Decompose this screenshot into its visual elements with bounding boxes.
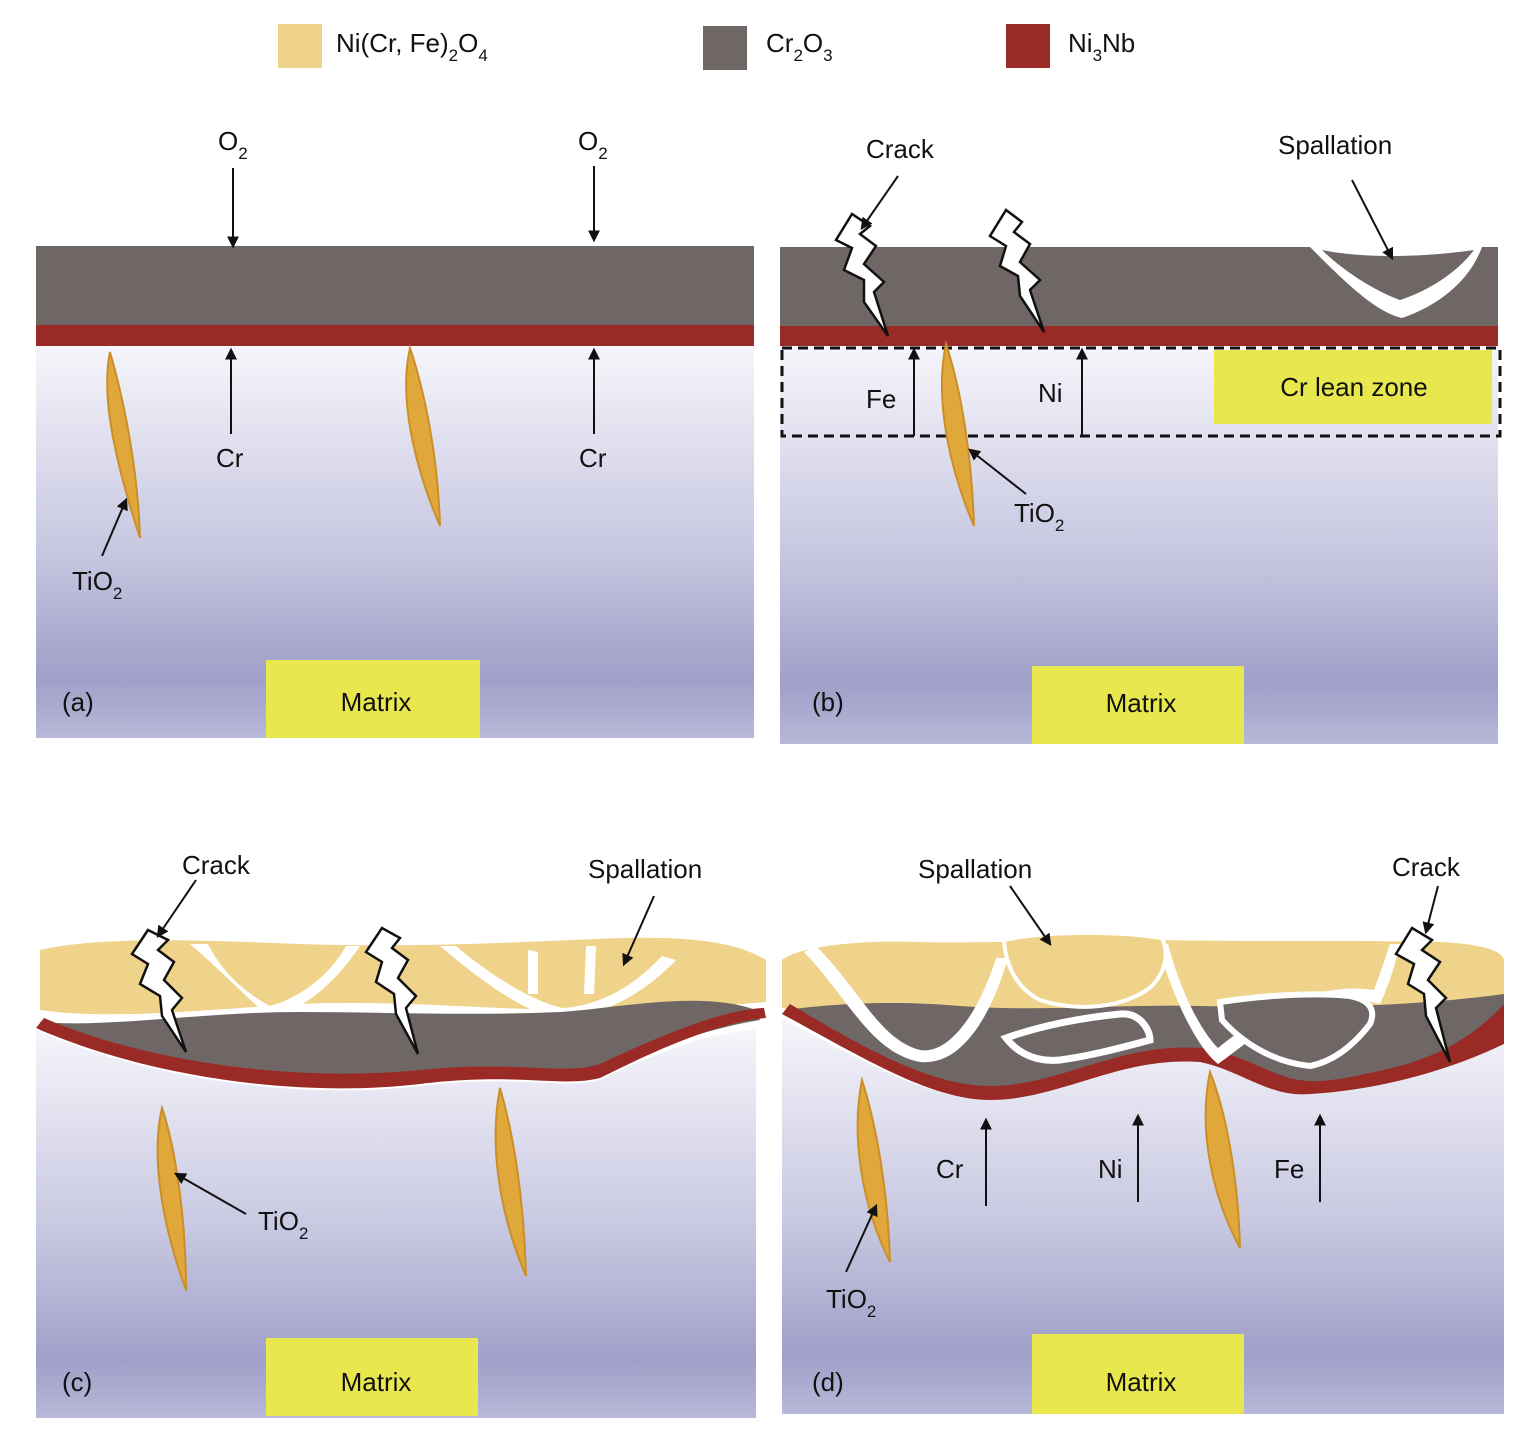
panel-b-cr-lean-label: Cr lean zone bbox=[1280, 372, 1427, 402]
panel-c-tio2-label: TiO2 bbox=[258, 1206, 308, 1243]
panel-c-matrix-bg bbox=[36, 1030, 756, 1418]
panel-a-tio2-label: TiO2 bbox=[72, 566, 122, 603]
panel-c-tio2-particle-2 bbox=[494, 1087, 527, 1277]
panel-c-crack-icon-1 bbox=[130, 928, 188, 1053]
panel-b-ni-label: Ni bbox=[1038, 378, 1063, 408]
panel-d: Spallation Crack Cr Ni Fe TiO2 Matrix (d… bbox=[782, 852, 1504, 1414]
panel-d-spallation-gap-4 bbox=[1216, 991, 1376, 1070]
panel-b-spallation-arrow bbox=[1351, 179, 1394, 261]
legend-label-chromia: Cr2O3 bbox=[766, 28, 833, 65]
panel-c-id: (c) bbox=[62, 1367, 92, 1397]
panel-d-fe-label: Fe bbox=[1274, 1154, 1304, 1184]
panel-d-ni-label: Ni bbox=[1098, 1154, 1123, 1184]
panel-b-cr-lean-box bbox=[1214, 350, 1492, 424]
legend-swatch-chromia bbox=[703, 26, 747, 70]
panel-b-cr-lean-region bbox=[780, 346, 1502, 438]
panel-b-spallation-label: Spallation bbox=[1278, 130, 1392, 160]
panel-c-ni3nb-layer bbox=[36, 1008, 766, 1089]
panel-a: O2 O2 Cr Cr TiO2 Matrix (a) bbox=[36, 126, 754, 738]
panel-a-o2-label-right: O2 bbox=[578, 126, 608, 163]
panel-a-id: (a) bbox=[62, 687, 94, 717]
panel-d-cr-label: Cr bbox=[936, 1154, 964, 1184]
panel-c-crack-label: Crack bbox=[182, 850, 251, 880]
panel-b-tio2-arrow bbox=[968, 448, 1027, 495]
panel-b-id: (b) bbox=[812, 687, 844, 717]
panel-b-crack-icon-1 bbox=[834, 212, 890, 337]
panel-a-tio2-arrow bbox=[101, 497, 128, 557]
panel-d-matrix-label: Matrix bbox=[1106, 1367, 1177, 1397]
panel-d-spallation-flake bbox=[1001, 930, 1168, 1009]
panel-c-crack-arrow bbox=[156, 879, 197, 938]
panel-b-tio2-particle bbox=[940, 340, 975, 527]
legend-item-chromia: Cr2O3 bbox=[703, 26, 833, 70]
panel-a-matrix-label: Matrix bbox=[341, 687, 412, 717]
panel-d-tio2-arrow bbox=[845, 1203, 878, 1273]
panel-b-crack-arrow bbox=[860, 175, 899, 230]
panel-c-chromia-layer bbox=[40, 1000, 760, 1085]
legend-item-ni3nb: Ni3Nb bbox=[1006, 24, 1135, 68]
panel-b-crack-label: Crack bbox=[866, 134, 935, 164]
panel-b-crack-icon-2 bbox=[988, 208, 1046, 333]
legend-label-spinel: Ni(Cr, Fe)2O4 bbox=[336, 28, 488, 65]
panel-d-tio2-particle-1 bbox=[856, 1079, 891, 1263]
panel-d-spallation-label: Spallation bbox=[918, 854, 1032, 884]
panel-c-spinel-gap-4 bbox=[584, 946, 596, 994]
panel-c-matrix-label: Matrix bbox=[341, 1367, 412, 1397]
panel-b-tio2-label: TiO2 bbox=[1014, 498, 1064, 535]
panel-c-spallation-arrow bbox=[622, 895, 655, 967]
panel-a-tio2-particle-1 bbox=[106, 351, 141, 539]
panel-c-spinel-gap-3 bbox=[528, 950, 538, 994]
panel-b-ni3nb-layer bbox=[780, 326, 1498, 346]
panel-b-spallation-flake bbox=[1322, 250, 1474, 300]
legend-label-ni3nb: Ni3Nb bbox=[1068, 28, 1135, 65]
legend-swatch-spinel bbox=[278, 24, 322, 68]
legend-item-spinel: Ni(Cr, Fe)2O4 bbox=[278, 24, 488, 68]
legend-swatch-ni3nb bbox=[1006, 24, 1050, 68]
panel-a-tio2-particle-2 bbox=[405, 344, 441, 527]
panel-b-fe-label: Fe bbox=[866, 384, 896, 414]
panel-a-cr-label-right: Cr bbox=[579, 443, 607, 473]
panel-d-tio2-particle-2 bbox=[1204, 1068, 1241, 1249]
panel-d-crack-label: Crack bbox=[1392, 852, 1461, 882]
panel-a-matrix-box bbox=[266, 660, 480, 738]
panel-c-crack-icon-2 bbox=[364, 926, 420, 1055]
panel-c-spinel-gap-1 bbox=[190, 944, 360, 1018]
panel-b: Crack Spallation Cr lean zone Fe Ni TiO2… bbox=[780, 130, 1502, 744]
panel-c-spinel-layer bbox=[40, 937, 766, 1015]
panel-c-tio2-arrow bbox=[173, 1172, 247, 1215]
panel-d-spallation-gap-1 bbox=[804, 946, 1008, 1063]
panel-c-matrix-box bbox=[266, 1338, 478, 1416]
panel-b-matrix-box bbox=[1032, 666, 1244, 744]
panel-d-crack-arrow bbox=[1422, 885, 1439, 935]
panel-b-matrix-label: Matrix bbox=[1106, 688, 1177, 718]
panel-d-id: (d) bbox=[812, 1367, 844, 1397]
panel-c: Crack Spallation TiO2 Matrix (c) bbox=[36, 850, 766, 1418]
panel-d-matrix-box bbox=[1032, 1334, 1244, 1414]
panel-c-tio2-particle-1 bbox=[156, 1104, 187, 1291]
panel-d-spallation-gap-3 bbox=[1000, 1010, 1154, 1064]
panel-a-ni3nb-layer bbox=[36, 325, 754, 346]
panel-d-ni3nb-layer bbox=[782, 1004, 1504, 1100]
panel-a-o2-label-left: O2 bbox=[218, 126, 248, 163]
panel-c-spallation-label: Spallation bbox=[588, 854, 702, 884]
panel-d-tio2-label: TiO2 bbox=[826, 1284, 876, 1321]
panel-a-cr-label-left: Cr bbox=[216, 443, 244, 473]
panel-c-spinel-gap-2 bbox=[440, 946, 676, 1020]
panel-a-chromia-layer bbox=[36, 246, 754, 326]
panel-d-crack-icon bbox=[1394, 926, 1452, 1063]
legend: Ni(Cr, Fe)2O4 Cr2O3 Ni3Nb bbox=[278, 24, 1135, 70]
panel-d-spallation-arrow bbox=[1009, 885, 1052, 946]
